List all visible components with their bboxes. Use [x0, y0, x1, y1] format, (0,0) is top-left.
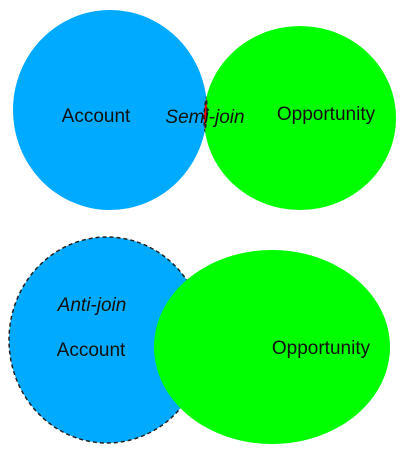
- account-set-1: [13, 10, 207, 210]
- anti-join-label: Anti-join: [57, 295, 127, 316]
- opportunity-set-1: [204, 26, 396, 210]
- semi-join-label: Semi-join: [165, 107, 244, 128]
- intersection-outline-right-arc: [204, 26, 208, 210]
- opportunity-label-2: Opportunity: [272, 338, 371, 359]
- opportunity-set-2: [154, 250, 390, 444]
- anti-join-diagram: Anti-join Account Opportunity: [8, 236, 390, 444]
- opportunity-label-1: Opportunity: [277, 104, 376, 125]
- semi-join-diagram: Account Opportunity Semi-join: [13, 10, 396, 210]
- account-label-1: Account: [62, 106, 131, 127]
- account-label-2: Account: [57, 340, 126, 361]
- intersection-outline-left-arc: [203, 25, 207, 210]
